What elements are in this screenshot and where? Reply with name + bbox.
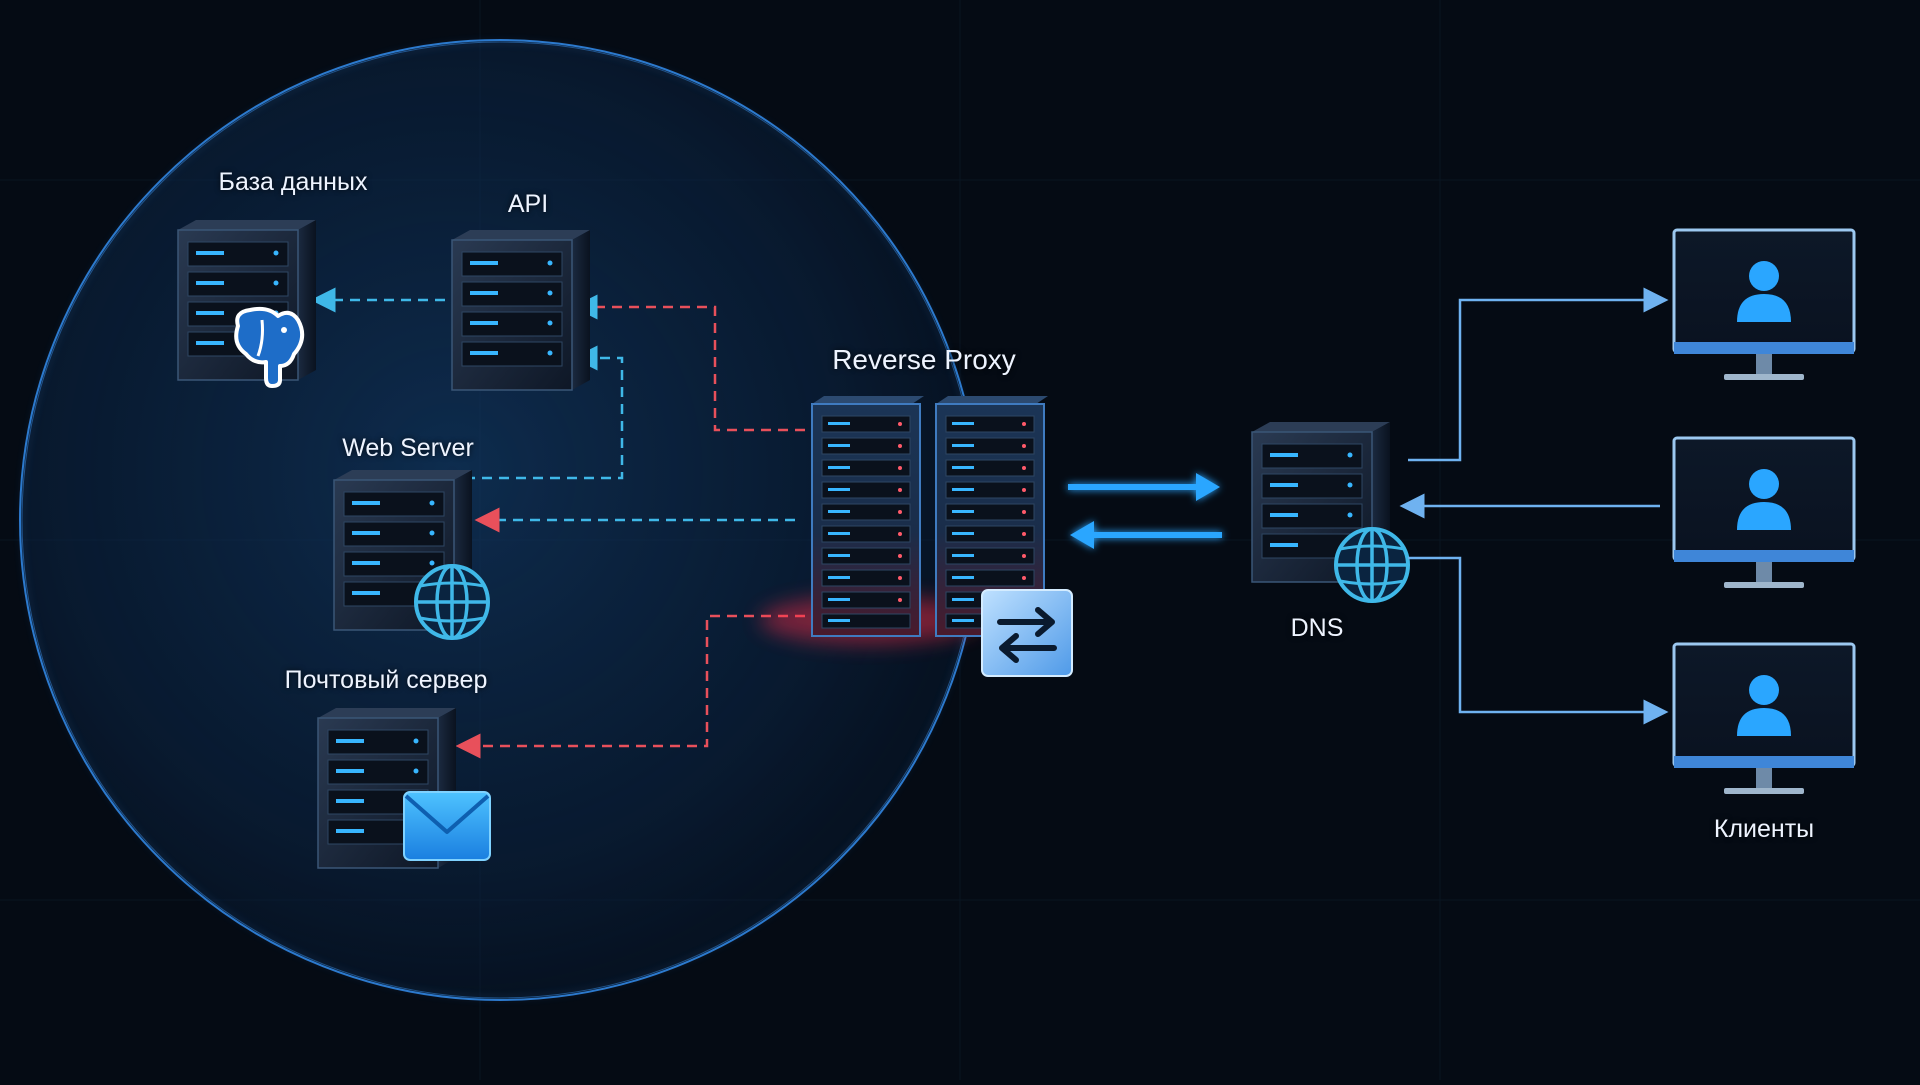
- label-web-server: Web Server: [342, 434, 474, 462]
- link-webserver-to-api: [465, 345, 624, 480]
- mail-envelope-icon: [403, 791, 491, 861]
- client-monitor-2: [1672, 436, 1856, 590]
- label-api: API: [507, 190, 549, 218]
- postgres-elephant-icon: [234, 306, 305, 388]
- label-mail-server: Почтовый сервер: [284, 666, 488, 694]
- link-proxy-to-api: [572, 294, 805, 432]
- globe-icon: [414, 564, 490, 640]
- globe-icon: [1334, 527, 1410, 603]
- internal-links: [310, 287, 805, 759]
- link-proxy-to-mail: [455, 614, 805, 759]
- proxy-dns-arrows: [1068, 473, 1222, 549]
- label-dns: DNS: [1290, 614, 1344, 642]
- client-monitor-1: [1672, 228, 1856, 382]
- label-database: База данных: [218, 168, 368, 196]
- api-server: [451, 229, 591, 391]
- client-monitor-3: [1672, 642, 1856, 796]
- label-clients: Клиенты: [1713, 815, 1815, 843]
- client-links: [1399, 287, 1669, 725]
- link-dns-to-client-1: [1408, 287, 1669, 462]
- link-dns-to-client-3: [1408, 556, 1669, 725]
- label-reverse-proxy: Reverse Proxy: [832, 344, 1016, 375]
- reverse-proxy-tower-left: [811, 395, 925, 637]
- swap-arrows-icon: [981, 589, 1073, 677]
